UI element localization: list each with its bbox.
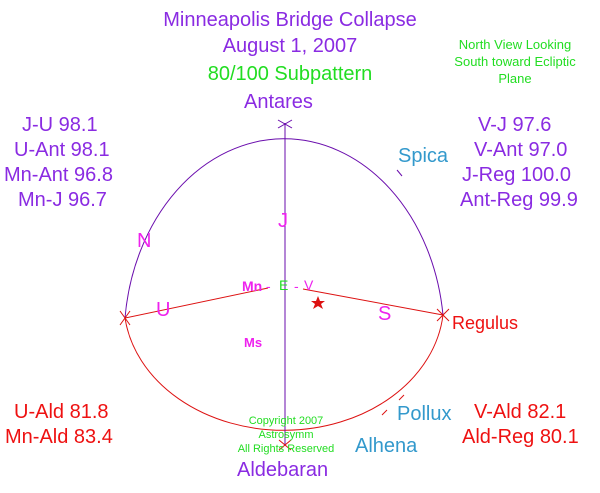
tick-right-b [436, 308, 450, 322]
aspect-bl-1: Mn-Ald 83.4 [5, 426, 113, 448]
aspect-br-1: Ald-Reg 80.1 [462, 426, 579, 448]
aspect-tr-3: Ant-Reg 99.9 [460, 189, 578, 211]
lower-arc [124, 314, 444, 431]
aspect-bl-0: U-Ald 81.8 [14, 401, 109, 423]
view-note-line-1: North View Looking [458, 37, 572, 52]
tick-top-b [277, 119, 293, 129]
aspect-tl-0: J-U 98.1 [22, 114, 98, 136]
tick-pollux [398, 394, 405, 401]
planet-uranus: U [156, 299, 171, 321]
aspect-tr-1: V-Ant 97.0 [474, 139, 568, 161]
aspect-tr-0: V-J 97.6 [478, 114, 552, 136]
tick-bottom-b [278, 439, 292, 451]
tick-left-b [119, 310, 131, 326]
star-alhena: Alhena [355, 435, 418, 457]
left-axis [124, 287, 269, 319]
copyright-line-2: Astrosymm [258, 429, 314, 441]
dash-1: - [266, 278, 271, 294]
tick-spica [396, 169, 403, 177]
planet-mercury: Mn [242, 278, 263, 294]
star-regulus: Regulus [452, 313, 519, 333]
star-pollux: Pollux [397, 403, 452, 425]
aspect-br-0: V-Ald 82.1 [474, 401, 567, 423]
planet-mars: Ms [244, 335, 263, 350]
copyright-line-3: All Rights Reserved [237, 443, 335, 455]
north-label: N [137, 230, 152, 252]
aspect-tl-1: U-Ant 98.1 [14, 139, 110, 161]
star-antares: Antares [244, 91, 313, 113]
star-marker [311, 296, 325, 309]
title-line-2: August 1, 2007 [222, 35, 358, 57]
copyright-line-1: Copyright 2007 [248, 415, 324, 427]
dash-2: - [294, 278, 299, 294]
title-line-3: 80/100 Subpattern [207, 63, 373, 85]
tick-alhena [381, 409, 388, 416]
aspect-tr-2: J-Reg 100.0 [462, 164, 571, 186]
star-spica: Spica [398, 145, 449, 167]
planet-venus: V [304, 277, 314, 293]
view-note-line-2: South toward Ecliptic [454, 54, 576, 69]
planet-saturn: S [378, 303, 392, 325]
title-line-1: Minneapolis Bridge Collapse [163, 9, 417, 31]
planet-jupiter: J [278, 210, 288, 232]
view-note-line-3: Plane [498, 71, 532, 86]
star-aldebaran: Aldebaran [237, 459, 329, 481]
planet-earth: E [279, 277, 289, 293]
aspect-tl-3: Mn-J 96.7 [18, 189, 107, 211]
aspect-tl-2: Mn-Ant 96.8 [4, 164, 113, 186]
right-axis [302, 288, 444, 316]
upper-arc [124, 138, 444, 319]
